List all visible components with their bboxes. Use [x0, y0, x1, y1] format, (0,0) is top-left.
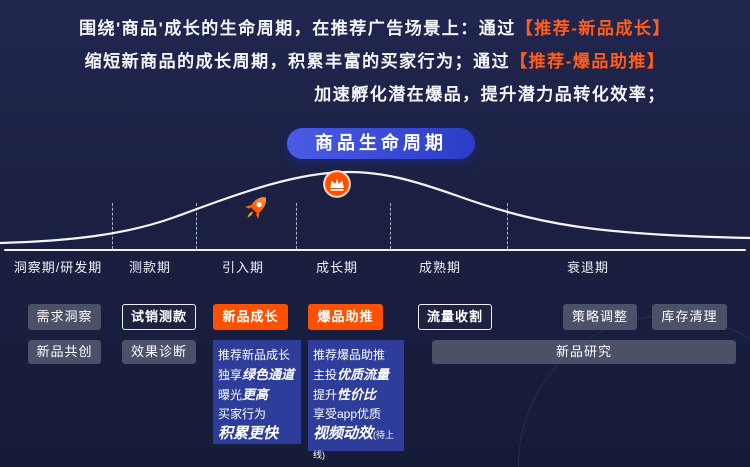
detail-boost-line3-em: 性价比: [337, 387, 377, 402]
headline-line3: 加速孵化潜在爆品，提升潜力品转化效率；: [314, 85, 666, 104]
detail-boost-line5-em: 视频动效: [313, 425, 374, 442]
detail-boost-line5: 视频动效(待上线): [313, 424, 399, 465]
detail-growth-line2-prefix: 独享: [218, 368, 243, 382]
decorative-arc: [518, 315, 750, 467]
detail-growth-line3-prefix: 曝光: [218, 388, 243, 402]
headline-line2-text: 缩短新商品的成长周期，积累丰富的买家行为；通过: [84, 52, 511, 71]
tag-inventory-clear: 库存清理: [652, 304, 727, 330]
detail-boost-line2: 主投优质流量: [313, 365, 399, 385]
headline-line2-highlight: 【推荐-爆品助推】: [510, 52, 666, 71]
detail-growth-line3: 曝光更高: [218, 385, 296, 405]
detail-new-product-growth: 推荐新品成长 独享绿色通道 曝光更高 买家行为 积累更快: [213, 340, 301, 444]
detail-boost-line5-suffix: (待上线): [313, 430, 395, 460]
detail-growth-title: 推荐新品成长: [218, 348, 291, 362]
tag-demand-insight: 需求洞察: [28, 304, 101, 330]
stage-divider: [196, 203, 197, 249]
headline-line1-text: 围绕'商品'成长的生命周期，在推荐广告场景上：通过: [79, 19, 516, 38]
headline-line1-highlight: 【推荐-新品成长】: [515, 19, 671, 38]
stage-label-decline: 衰退期: [566, 260, 609, 275]
tag-co-creation: 新品共创: [28, 340, 101, 364]
lifecycle-title-badge: 商品生命周期: [287, 128, 475, 159]
tag-new-product-research: 新品研究: [432, 340, 736, 364]
stage-divider: [112, 203, 113, 249]
tag-hot-product-boost: 爆品助推: [308, 304, 383, 330]
detail-growth-line2: 独享绿色通道: [218, 365, 296, 385]
stage-label-testing: 测款期: [128, 260, 171, 275]
detail-boost-title: 推荐爆品助推: [313, 348, 386, 362]
tag-traffic-harvest: 流量收割: [418, 304, 492, 330]
detail-growth-line5-em: 积累更快: [218, 425, 279, 442]
stage-label-maturity: 成熟期: [418, 260, 461, 275]
detail-boost-line2-em: 优质流量: [337, 367, 390, 382]
detail-growth-line5: 积累更快: [218, 424, 296, 444]
stage-divider: [390, 203, 391, 249]
lifecycle-curve: [0, 170, 750, 245]
tag-effect-diagnosis: 效果诊断: [122, 340, 196, 364]
tag-new-product-growth: 新品成长: [213, 304, 288, 330]
stage-label-insight-rd: 洞察期/研发期: [13, 260, 103, 275]
stage-label-intro: 引入期: [221, 260, 264, 275]
headline-line1: 围绕'商品'成长的生命周期，在推荐广告场景上：通过【推荐-新品成长】: [0, 16, 750, 42]
detail-boost-line2-prefix: 主投: [313, 368, 338, 382]
tag-strategy-adjust: 策略调整: [563, 304, 637, 330]
crown-icon: [322, 169, 352, 199]
detail-growth-line4: 买家行为: [218, 407, 267, 421]
stage-divider: [507, 203, 508, 249]
headline-line2: 缩短新商品的成长周期，积累丰富的买家行为；通过【推荐-爆品助推】: [0, 49, 750, 75]
rocket-icon: [240, 192, 272, 224]
detail-hot-product-boost: 推荐爆品助推 主投优质流量 提升性价比 享受app优质 视频动效(待上线): [308, 340, 404, 460]
tag-trial-testing: 试销测款: [122, 304, 196, 330]
detail-growth-line3-em: 更高: [242, 387, 269, 402]
stage-divider: [296, 203, 297, 249]
detail-growth-line2-em: 绿色通道: [242, 367, 295, 382]
detail-boost-line3: 提升性价比: [313, 385, 399, 405]
detail-boost-line3-prefix: 提升: [313, 388, 338, 402]
timeline-axis: [4, 249, 746, 251]
detail-boost-line4: 享受app优质: [313, 407, 382, 421]
stage-label-growth: 成长期: [315, 260, 358, 275]
